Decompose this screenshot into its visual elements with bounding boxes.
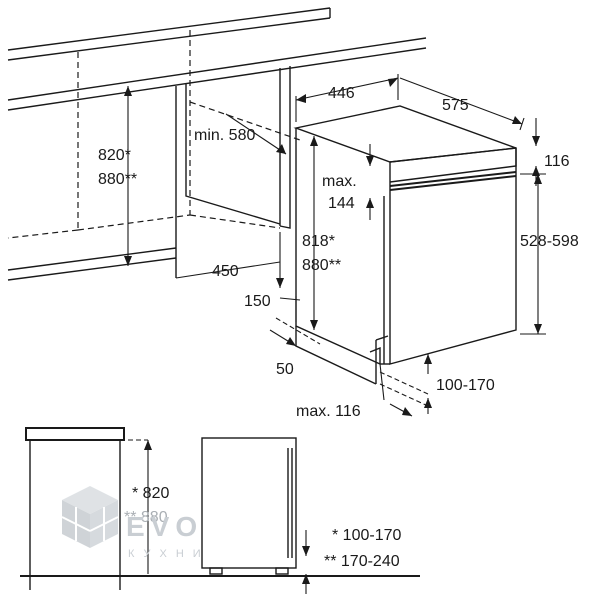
label-depth-575: 575	[442, 97, 469, 114]
label-adjust-100: 100-170	[436, 377, 495, 394]
label-cabinet-height-2: 880**	[98, 171, 137, 188]
dimension-lines	[124, 74, 546, 417]
label-side-height-1: * 820	[132, 485, 169, 502]
labels: 820* 880** min. 580 450 446 575 116 max.…	[98, 85, 579, 570]
watermark	[61, 486, 119, 548]
niche-outline	[7, 7, 427, 281]
label-side-adjust-1: * 100-170	[332, 527, 401, 544]
watermark-sub: КУХНИ	[128, 548, 210, 560]
label-width-446: 446	[328, 85, 355, 102]
label-side-adjust-2: ** 170-240	[324, 553, 400, 570]
label-min-width: min. 580	[194, 127, 255, 144]
label-height-818-1: 818*	[302, 233, 335, 250]
label-plinth-150: 150	[244, 293, 271, 310]
dishwasher-3d	[293, 105, 517, 385]
label-plinth-50: 50	[276, 361, 294, 378]
cube-logo-icon	[61, 486, 119, 548]
label-depth-450: 450	[212, 263, 239, 280]
label-cabinet-height-1: 820*	[98, 147, 131, 164]
watermark-brand: EVO	[126, 511, 203, 542]
label-height-818-2: 880**	[302, 257, 341, 274]
label-max-144-1: max.	[322, 173, 357, 190]
label-door-528: 528-598	[520, 233, 579, 250]
label-max-144-2: 144	[328, 195, 355, 212]
side-view	[20, 427, 420, 594]
label-side-height-2: ** 880	[124, 509, 168, 526]
label-max-116: max. 116	[296, 403, 361, 420]
label-top-116: 116	[544, 153, 570, 170]
